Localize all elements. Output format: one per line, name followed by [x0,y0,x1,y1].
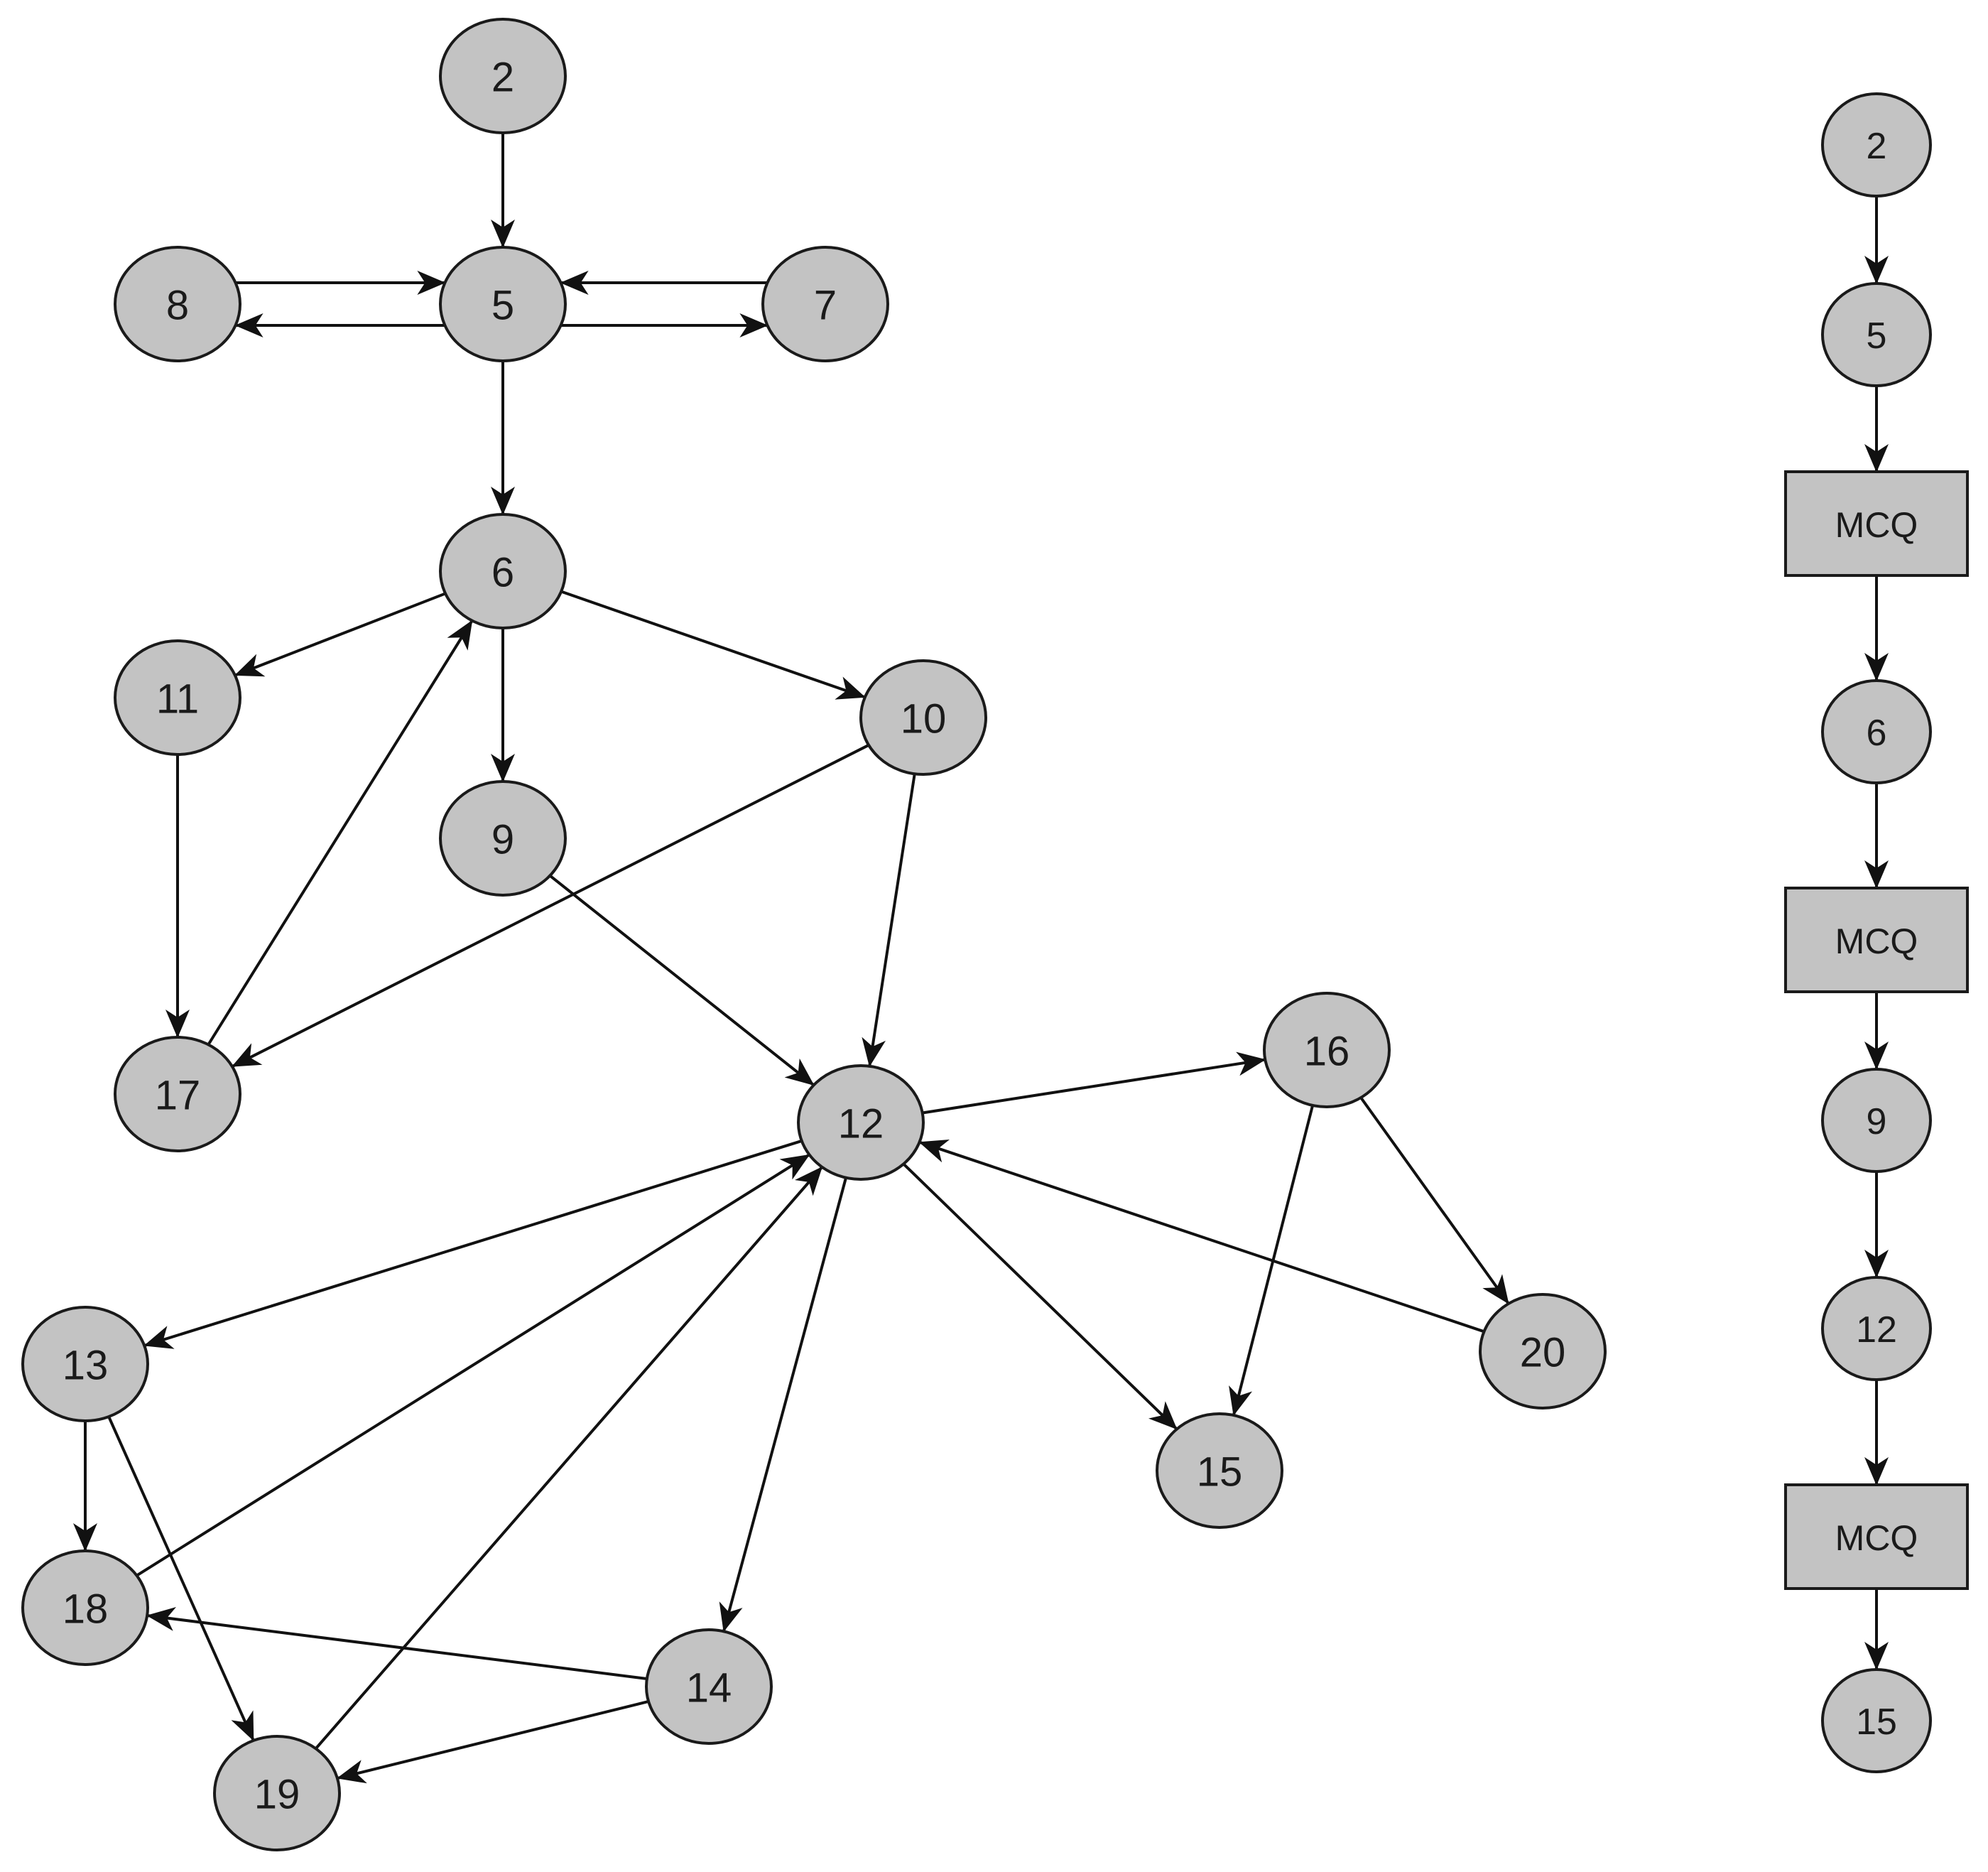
mcq-box [1784,470,1969,577]
edges-layer [73,133,1889,1784]
path-node-6: 6 [1821,679,1932,784]
graph-node-11: 11 [114,639,241,756]
graph-node-16: 16 [1263,992,1391,1108]
path-node-9: 9 [1821,1068,1932,1173]
edge-n10-to-n17 [232,744,869,1068]
edge-n12-to-n15 [902,1162,1178,1431]
node-label: 8 [166,283,189,329]
edge-n12-to-n14 [719,1177,847,1633]
edge-n10-to-n12 [862,773,916,1067]
node-label: 19 [254,1772,300,1818]
graph-node-9: 9 [439,780,567,897]
node-label: 6 [1867,713,1887,754]
mcq-box [1784,1483,1969,1590]
node-ellipse [1479,1293,1607,1410]
node-ellipse [1821,92,1932,198]
node-label: 17 [155,1073,201,1119]
edge-n17-to-n6 [207,620,474,1046]
process-box-mcq: MCQ [1784,1483,1969,1590]
path-node-2: 2 [1821,92,1932,198]
edge-n19-to-n12 [315,1166,823,1750]
node-ellipse [114,1036,241,1152]
node-ellipse [761,246,889,362]
edge-n16-to-n20 [1359,1096,1510,1305]
node-label: 20 [1520,1330,1566,1376]
node-label: 16 [1304,1029,1350,1075]
process-box-mcq: MCQ [1784,470,1969,577]
node-ellipse [1821,1276,1932,1381]
edge-n18-to-n12 [136,1153,810,1577]
graph-node-13: 13 [21,1306,149,1422]
graph-node-8: 8 [114,246,241,362]
path-node-15: 15 [1821,1668,1932,1773]
node-ellipse [1821,282,1932,387]
node-label: 5 [1867,315,1887,357]
graph-node-20: 20 [1479,1293,1607,1410]
edge-n20-to-n12 [918,1139,1485,1333]
node-label: 14 [686,1665,732,1711]
mcq-box [1784,887,1969,993]
node-label: 7 [814,283,837,329]
node-ellipse [439,246,567,362]
graph-node-19: 19 [213,1735,341,1851]
node-label: 10 [901,696,947,742]
node-label: 5 [491,283,514,329]
node-label: MCQ [1835,1518,1918,1558]
graph-node-5: 5 [439,246,567,362]
node-label: 9 [491,817,514,863]
node-ellipse [439,780,567,897]
graph-node-2: 2 [439,18,567,134]
node-ellipse [439,18,567,134]
edge-n14-to-n18 [146,1607,648,1680]
node-label: 13 [63,1343,109,1389]
node-label: 2 [491,55,514,101]
graph-node-10: 10 [859,659,987,776]
node-ellipse [21,1549,149,1666]
graph-node-7: 7 [761,246,889,362]
graph-node-6: 6 [439,513,567,629]
node-label: 6 [491,550,514,596]
edge-n6-to-n11 [234,592,446,677]
node-ellipse [21,1306,149,1422]
graph-node-18: 18 [21,1549,149,1666]
node-ellipse [439,513,567,629]
node-label: MCQ [1835,921,1918,961]
edge-n14-to-n19 [336,1700,649,1784]
node-ellipse [1821,1068,1932,1173]
node-label: 11 [156,676,199,723]
node-ellipse [645,1628,773,1745]
node-ellipse [213,1735,341,1851]
edge-n9-to-n12 [549,875,815,1086]
node-ellipse [114,639,241,756]
path-node-5: 5 [1821,282,1932,387]
edge-n12-to-n13 [143,1140,803,1349]
graph-node-12: 12 [797,1064,925,1181]
node-ellipse [797,1064,925,1181]
node-label: 15 [1197,1449,1243,1495]
edge-n6-to-n10 [560,590,866,700]
node-label: 18 [63,1586,109,1633]
node-label: 12 [838,1101,884,1147]
edge-n13-to-n19 [107,1416,255,1741]
graph-node-14: 14 [645,1628,773,1745]
node-ellipse [114,246,241,362]
graph-node-15: 15 [1156,1412,1283,1529]
node-label: 12 [1856,1309,1897,1351]
node-label: 9 [1867,1101,1887,1142]
node-ellipse [1156,1412,1283,1529]
node-ellipse [859,659,987,776]
node-ellipse [1821,1668,1932,1773]
edge-n12-to-n16 [922,1051,1266,1115]
node-ellipse [1263,992,1391,1108]
node-label: 15 [1856,1701,1897,1743]
graph-node-17: 17 [114,1036,241,1152]
node-ellipse [1821,679,1932,784]
node-label: 2 [1867,126,1887,167]
node-label: MCQ [1835,505,1918,545]
path-node-12: 12 [1821,1276,1932,1381]
process-box-mcq: MCQ [1784,887,1969,993]
